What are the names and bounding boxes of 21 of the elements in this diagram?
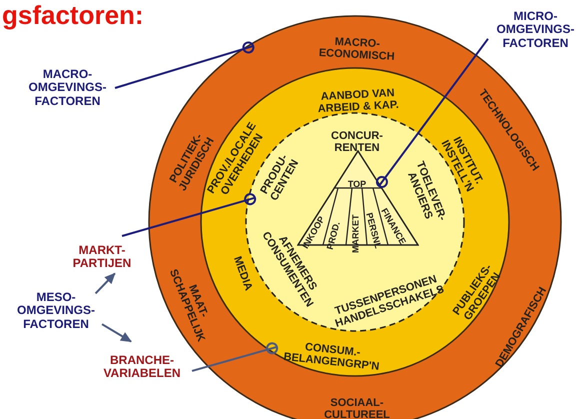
ring-label: AANBOD VAN ARBEID & KAP. xyxy=(316,87,400,116)
callout-label: MESO- OMGEVINGS- FACTOREN xyxy=(16,291,96,331)
ring-label: SOCIAAL- CULTUREEL xyxy=(323,398,391,419)
segment-label: MARKET xyxy=(351,213,361,255)
leader-line xyxy=(122,193,256,237)
segment-label: TOP xyxy=(346,180,368,190)
callout-label: BRANCHE- VARIABELEN xyxy=(102,354,182,380)
ring-label: MACRO- ECONOMISCH xyxy=(318,35,396,64)
ring-label: MEDIA xyxy=(230,254,256,294)
segment-label: PROD. xyxy=(324,219,343,253)
ring-label: CONCUR- RENTEN xyxy=(330,131,384,154)
callout-label: MICRO- OMGEVINGS- FACTOREN xyxy=(495,10,576,50)
segment-label: PERSNL xyxy=(363,212,383,252)
leader-line xyxy=(114,42,254,89)
title: gsfactoren: xyxy=(2,0,144,31)
ring-label: CONSUM.- BELANGENGRP'N xyxy=(282,340,381,374)
callout-label: MARKT- PARTIJEN xyxy=(72,244,132,270)
arrow xyxy=(94,272,116,294)
leader-line xyxy=(376,38,489,188)
callout-label: MACRO- OMGEVINGS- FACTOREN xyxy=(27,68,108,108)
arrow xyxy=(101,323,132,342)
